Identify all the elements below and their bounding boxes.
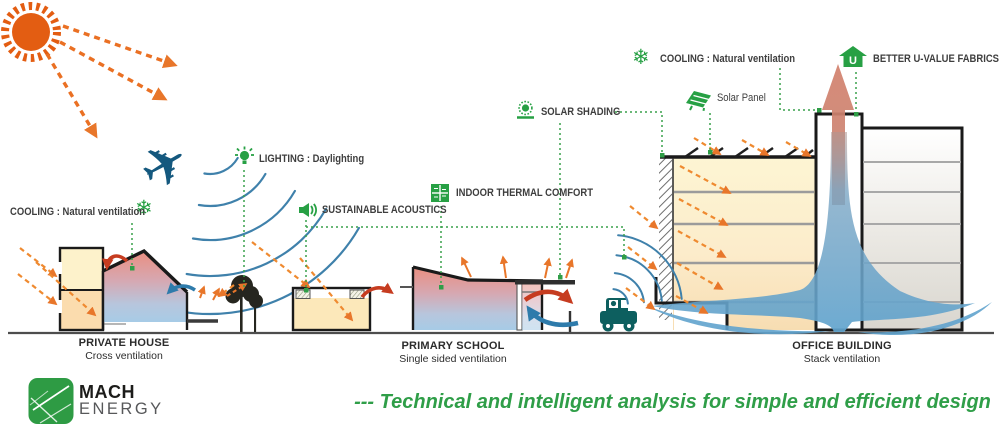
school-intake-arrow bbox=[526, 305, 579, 328]
solar-gain-rays bbox=[17, 137, 812, 322]
acoustic-vent-window bbox=[349, 289, 365, 299]
caption-private-house: PRIVATE HOUSE Cross ventilation bbox=[54, 337, 194, 362]
air-plume bbox=[645, 132, 992, 336]
acoustic-vent-window bbox=[295, 289, 311, 299]
brand-name-top: MACH bbox=[79, 382, 135, 402]
shading-sun-icon bbox=[517, 100, 534, 119]
canopy-slab bbox=[515, 280, 575, 285]
label-thermal-comfort: INDOOR THERMAL COMFORT bbox=[456, 187, 593, 199]
primary-school bbox=[291, 255, 579, 332]
label-solar-panel: Solar Panel bbox=[717, 92, 766, 104]
building-subtitle: Cross ventilation bbox=[85, 350, 163, 362]
caption-primary-school: PRIMARY SCHOOL Single sided ventilation bbox=[383, 340, 523, 365]
building-subtitle: Stack ventilation bbox=[803, 353, 881, 365]
building-name: PRIVATE HOUSE bbox=[78, 337, 170, 349]
caption-office-building: OFFICE BUILDING Stack ventilation bbox=[772, 340, 912, 365]
label-cooling-house: COOLING : Natural ventilation bbox=[10, 206, 146, 218]
sun-rays bbox=[45, 24, 178, 139]
thermal-grid-icon bbox=[431, 184, 449, 202]
house-cool-air-arrow bbox=[166, 282, 196, 295]
airplane-sound-waves bbox=[179, 156, 360, 316]
label-cooling-office: COOLING : Natural ventilation bbox=[660, 53, 796, 65]
brise-soleil-screen bbox=[659, 157, 672, 320]
building-name: PRIMARY SCHOOL bbox=[401, 340, 505, 352]
private-house bbox=[58, 246, 218, 332]
snowflake-icon: ❄ bbox=[632, 45, 650, 69]
building-name: OFFICE BUILDING bbox=[792, 340, 892, 352]
tagline: --- Technical and intelligent analysis f… bbox=[354, 391, 991, 413]
brand-name-bottom: ENERGY bbox=[79, 400, 164, 418]
airplane-icon: ✈ bbox=[128, 126, 201, 206]
roof-heat-arrows bbox=[461, 255, 574, 279]
tree-icon bbox=[225, 275, 263, 332]
school-exhaust-arrow bbox=[523, 288, 574, 304]
lightbulb-icon bbox=[235, 146, 254, 164]
deck-air-arrows bbox=[197, 283, 248, 301]
label-u-value: BETTER U-VALUE FABRICS bbox=[873, 53, 999, 65]
building-subtitle: Single sided ventilation bbox=[399, 353, 507, 365]
label-acoustics: SUSTAINABLE ACOUSTICS bbox=[322, 204, 447, 216]
label-solar-shading: SOLAR SHADING bbox=[541, 106, 621, 118]
sun-icon bbox=[1, 2, 61, 62]
connector-lines bbox=[131, 68, 857, 289]
house-warm-air-arrow bbox=[102, 254, 129, 271]
car-icon bbox=[600, 298, 637, 332]
svg-text:U: U bbox=[849, 55, 857, 67]
label-lighting: LIGHTING : Daylighting bbox=[259, 153, 365, 165]
connector-nodes bbox=[130, 108, 859, 293]
annex-exhaust-arrow bbox=[360, 282, 394, 299]
solar-panel-icon bbox=[686, 91, 711, 111]
logo-mark bbox=[28, 378, 74, 424]
speaker-icon bbox=[299, 203, 317, 217]
house-u-icon: U bbox=[839, 46, 867, 67]
snowflake-icon: ❄ bbox=[135, 196, 153, 220]
